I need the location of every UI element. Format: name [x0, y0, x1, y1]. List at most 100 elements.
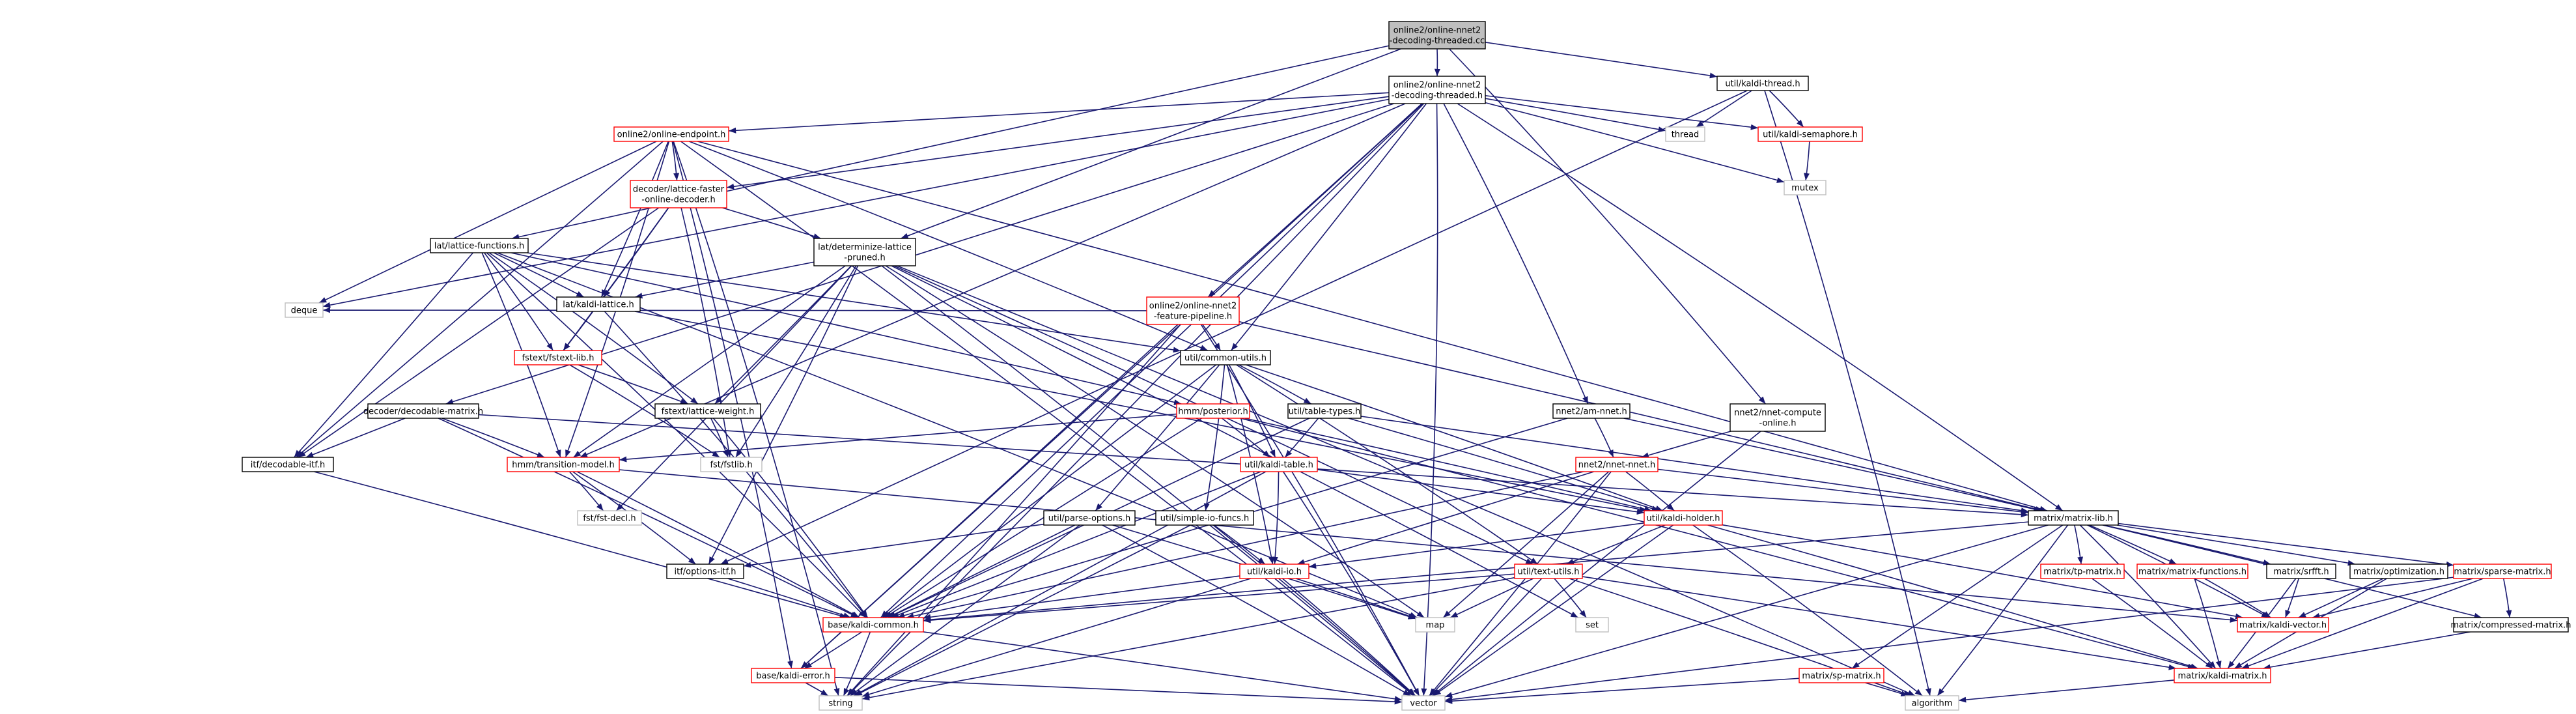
node-box-sparse-matrix	[2453, 564, 2552, 579]
node-label-line: vector	[1410, 699, 1437, 709]
node-box-fstext-lib	[514, 350, 602, 365]
node-sparse-matrix[interactable]: matrix/sparse-matrix.h	[2453, 564, 2552, 579]
include-edge-threaded-h-to-kaldi-semaphore	[1485, 94, 1759, 130]
node-label-srfft: matrix/srfft.h	[2273, 567, 2329, 577]
node-fstext-lib[interactable]: fstext/fstext-lib.h	[514, 350, 602, 365]
node-tp-matrix[interactable]: matrix/tp-matrix.h	[2040, 564, 2125, 579]
node-optimization[interactable]: matrix/optimization.h	[2349, 564, 2448, 579]
node-itf-decodable[interactable]: itf/decodable-itf.h	[242, 457, 334, 472]
node-label-line: hmm/transition-model.h	[512, 461, 614, 470]
node-label-line: lat/kaldi-lattice.h	[563, 300, 634, 310]
include-edge-simple-io-to-kaldi-io	[1213, 524, 1266, 565]
node-lattice-faster[interactable]: decoder/lattice-faster-online-decoder.h	[630, 180, 727, 208]
node-table-types[interactable]: util/table-types.h	[1287, 403, 1362, 419]
include-edge-posterior-to-transition-model	[619, 413, 1177, 463]
include-edge-lattice-functions-to-kaldi-common	[486, 252, 867, 618]
node-box-table-types	[1287, 403, 1362, 419]
node-box-parse-options	[1043, 510, 1136, 526]
node-label-line: fst/fst-decl.h	[583, 514, 636, 524]
node-feature-pipeline[interactable]: online2/online-nnet2-feature-pipeline.h	[1146, 296, 1240, 325]
node-string: string	[819, 695, 863, 711]
include-edge-text-utils-to-kaldi-matrix	[1582, 576, 2176, 670]
node-srfft[interactable]: matrix/srfft.h	[2266, 564, 2336, 579]
node-lattice-weight[interactable]: fstext/lattice-weight.h	[654, 403, 761, 419]
node-set: set	[1575, 617, 1609, 633]
node-box-kaldi-holder	[1644, 510, 1723, 526]
node-kaldi-matrix[interactable]: matrix/kaldi-matrix.h	[2174, 668, 2271, 683]
node-matrix-lib[interactable]: matrix/matrix-lib.h	[2028, 510, 2119, 526]
node-label-line: decoder/decodable-matrix.h	[363, 407, 483, 417]
node-compressed-matrix[interactable]: matrix/compressed-matrix.h	[2450, 617, 2571, 633]
node-common-utils[interactable]: util/common-utils.h	[1180, 350, 1271, 365]
node-box-feature-pipeline	[1146, 296, 1240, 325]
node-label-line: -online.h	[1759, 419, 1797, 429]
node-label-line: nnet2/am-nnet.h	[1556, 407, 1627, 417]
node-kaldi-table[interactable]: util/kaldi-table.h	[1240, 457, 1318, 472]
node-online-endpoint[interactable]: online2/online-endpoint.h	[613, 126, 729, 142]
include-edge-feature-pipeline-to-string	[847, 324, 1181, 696]
include-edge-online-endpoint-to-kaldi-error	[672, 141, 793, 669]
include-edge-simple-io-to-vector	[1212, 524, 1416, 696]
node-deque: deque	[285, 302, 324, 318]
node-matrix-functions[interactable]: matrix/matrix-functions.h	[2136, 564, 2248, 579]
include-edge-common-utils-to-table-types	[1239, 364, 1312, 405]
node-parse-options[interactable]: util/parse-options.h	[1043, 510, 1136, 526]
node-label-fst-fstlib: fst/fstlib.h	[710, 461, 752, 470]
node-determinize[interactable]: lat/determinize-lattice-pruned.h	[813, 238, 916, 266]
node-am-nnet[interactable]: nnet2/am-nnet.h	[1552, 403, 1631, 419]
include-edge-kaldi-common-to-kaldi-error	[804, 631, 863, 669]
include-edge-nnet-compute-online-to-nnet-nnet	[1641, 431, 1731, 459]
node-box-kaldi-table	[1240, 457, 1318, 472]
include-edge-sparse-matrix-to-kaldi-vector	[2312, 578, 2473, 619]
node-lattice-functions[interactable]: lat/lattice-functions.h	[430, 238, 529, 253]
include-edge-sparse-matrix-to-kaldi-matrix	[2241, 578, 2484, 669]
include-edge-parse-options-to-string	[850, 524, 1080, 696]
node-root[interactable]: online2/online-nnet2-decoding-threaded.c…	[1388, 21, 1486, 50]
include-edge-kaldi-io-to-kaldi-common	[923, 575, 1240, 620]
node-text-utils[interactable]: util/text-utils.h	[1514, 564, 1583, 579]
include-edge-determinize-to-fst-decl	[615, 265, 852, 511]
include-edge-threaded-h-to-deque	[322, 98, 1390, 308]
include-edge-transition-model-to-kaldi-common	[576, 471, 860, 618]
node-label-decodable-matrix: decoder/decodable-matrix.h	[363, 407, 483, 417]
node-sp-matrix[interactable]: matrix/sp-matrix.h	[1799, 668, 1884, 683]
node-box-nnet-nnet	[1575, 457, 1659, 472]
node-label-line: matrix/sp-matrix.h	[1802, 672, 1881, 681]
include-edge-kaldi-holder-to-kaldi-io	[1308, 522, 1645, 569]
node-threaded-h[interactable]: online2/online-nnet2-decoding-threaded.h	[1388, 76, 1486, 104]
node-label-line: base/kaldi-common.h	[828, 621, 919, 631]
edge-layer	[294, 42, 2512, 705]
node-box-decodable-matrix	[367, 403, 479, 419]
node-options-itf[interactable]: itf/options-itf.h	[666, 564, 744, 579]
node-kaldi-vector[interactable]: matrix/kaldi-vector.h	[2237, 617, 2329, 633]
node-label-string: string	[828, 699, 852, 709]
node-nnet-compute-online[interactable]: nnet2/nnet-compute-online.h	[1729, 403, 1826, 432]
node-kaldi-error[interactable]: base/kaldi-error.h	[751, 668, 835, 683]
node-transition-model[interactable]: hmm/transition-model.h	[507, 457, 620, 472]
node-kaldi-thread[interactable]: util/kaldi-thread.h	[1716, 76, 1809, 91]
node-kaldi-semaphore[interactable]: util/kaldi-semaphore.h	[1757, 126, 1863, 142]
include-edge-table-types-to-matrix-lib	[1360, 416, 2029, 513]
node-box-string	[819, 695, 863, 711]
node-posterior[interactable]: hmm/posterior.h	[1176, 403, 1250, 419]
node-label-line: fstext/fstext-lib.h	[522, 354, 595, 364]
node-kaldi-io[interactable]: util/kaldi-io.h	[1239, 564, 1309, 579]
include-edge-nnet-compute-online-to-vector	[1432, 431, 1761, 696]
include-edge-matrix-lib-to-optimization	[2116, 524, 2356, 566]
include-edge-online-endpoint-to-kaldi-lattice	[600, 141, 669, 298]
node-box-online-endpoint	[613, 126, 729, 142]
include-edge-determinize-to-lattice-weight	[714, 265, 852, 405]
node-decodable-matrix[interactable]: decoder/decodable-matrix.h	[363, 403, 483, 419]
node-label-line: util/table-types.h	[1289, 407, 1361, 417]
node-nnet-nnet[interactable]: nnet2/nnet-nnet.h	[1575, 457, 1659, 472]
node-simple-io[interactable]: util/simple-io-funcs.h	[1155, 510, 1254, 526]
node-box-sp-matrix	[1799, 668, 1884, 683]
node-label-posterior: hmm/posterior.h	[1178, 407, 1248, 417]
node-label-line: -decoding-threaded.h	[1392, 91, 1483, 101]
node-kaldi-holder[interactable]: util/kaldi-holder.h	[1644, 510, 1723, 526]
node-label-line: matrix/kaldi-vector.h	[2239, 621, 2327, 631]
node-box-common-utils	[1180, 350, 1271, 365]
node-kaldi-common[interactable]: base/kaldi-common.h	[822, 617, 924, 633]
node-kaldi-lattice[interactable]: lat/kaldi-lattice.h	[556, 296, 641, 312]
